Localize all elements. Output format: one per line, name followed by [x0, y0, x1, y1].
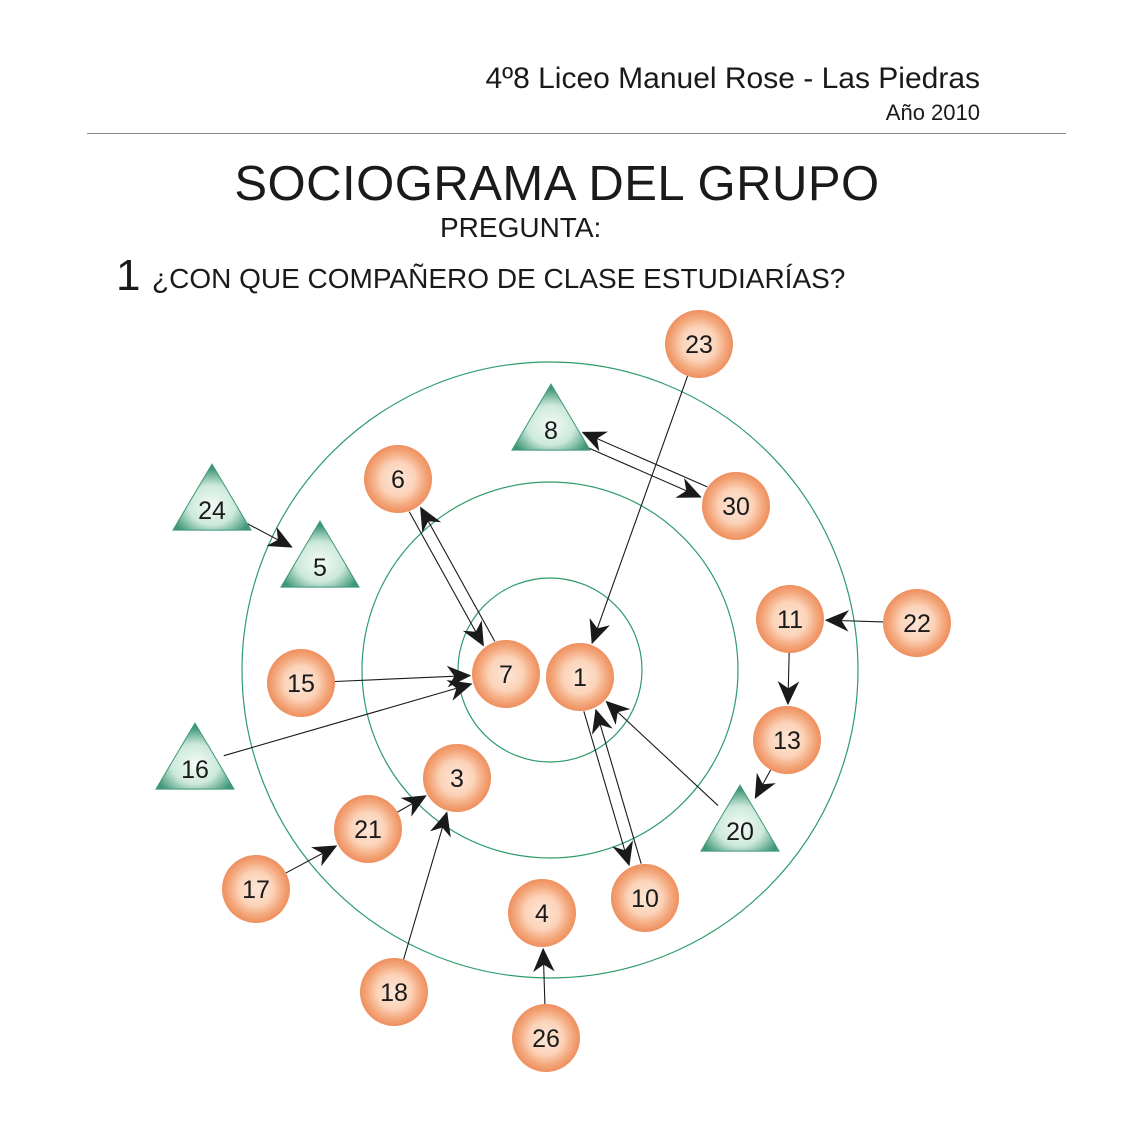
circle-node-shape — [883, 589, 951, 657]
question-heading: PREGUNTA: — [440, 212, 602, 243]
student-node-7: 7 — [472, 640, 540, 708]
circle-node-shape — [546, 643, 614, 711]
circle-node-shape — [611, 864, 679, 932]
node-label: 26 — [532, 1025, 560, 1053]
question-number: 1 — [116, 251, 141, 300]
student-node-11: 11 — [756, 585, 824, 653]
node-label: 8 — [544, 417, 558, 445]
school-header: 4º8 Liceo Manuel Rose - Las Piedras — [485, 62, 980, 95]
middle-ring — [361, 481, 739, 859]
arrow-30-to-8 — [581, 431, 708, 488]
node-label: 10 — [631, 885, 659, 913]
arrow-16-to-7 — [223, 679, 473, 757]
circle-node-shape — [508, 879, 576, 947]
student-node-30: 30 — [702, 472, 770, 540]
arrow-7-to-6 — [420, 506, 496, 642]
node-label: 23 — [685, 331, 713, 359]
student-node-3: 3 — [423, 744, 491, 812]
node-label: 21 — [354, 816, 382, 844]
node-label: 16 — [181, 756, 209, 784]
arrow-11-to-13 — [777, 652, 800, 706]
student-node-4: 4 — [508, 879, 576, 947]
node-label: 30 — [722, 493, 750, 521]
student-node-1: 1 — [546, 643, 614, 711]
triangle-node-shape — [172, 463, 252, 531]
circle-node-shape — [222, 855, 290, 923]
node-label: 15 — [287, 670, 315, 698]
student-node-5: 5 — [280, 520, 360, 588]
node-label: 20 — [726, 818, 754, 846]
student-node-17: 17 — [222, 855, 290, 923]
node-label: 17 — [242, 876, 270, 904]
student-node-6: 6 — [364, 445, 432, 513]
circle-node-shape — [702, 472, 770, 540]
arrow-22-to-11 — [824, 610, 884, 632]
student-node-24: 24 — [172, 463, 252, 531]
student-node-13: 13 — [753, 706, 821, 774]
circle-node-shape — [753, 706, 821, 774]
circle-node-shape — [472, 640, 540, 708]
arrow-17-to-21 — [285, 845, 338, 874]
student-node-22: 22 — [883, 589, 951, 657]
arrow-13-to-20 — [754, 769, 776, 799]
circle-node-shape — [423, 744, 491, 812]
header-divider — [87, 133, 1066, 134]
arrow-10-to-1 — [591, 708, 642, 864]
arrow-23-to-1 — [589, 375, 689, 645]
arrow-6-to-7 — [408, 511, 484, 647]
arrow-26-to-4 — [533, 947, 555, 1005]
student-node-8: 8 — [511, 383, 591, 451]
triangle-node-shape — [155, 722, 235, 790]
node-label: 5 — [313, 554, 327, 582]
node-label: 24 — [198, 497, 226, 525]
node-label: 1 — [573, 664, 587, 692]
arrow-18-to-3 — [403, 811, 451, 960]
student-node-26: 26 — [512, 1004, 580, 1072]
node-label: 22 — [903, 610, 931, 638]
arrow-8-to-30 — [575, 442, 702, 498]
student-node-21: 21 — [334, 795, 402, 863]
outer-ring — [241, 361, 859, 979]
arrow-20-to-1 — [605, 700, 719, 806]
node-label: 11 — [777, 606, 803, 634]
node-label: 6 — [391, 466, 405, 494]
choice-arrows — [223, 375, 884, 1005]
student-node-23: 23 — [665, 310, 733, 378]
node-label: 7 — [499, 661, 513, 689]
arrow-1-to-10 — [583, 711, 634, 867]
triangle-node-shape — [280, 520, 360, 588]
arrow-21-to-3 — [397, 795, 427, 817]
student-node-16: 16 — [155, 722, 235, 790]
circle-node-shape — [267, 649, 335, 717]
student-node-10: 10 — [611, 864, 679, 932]
circle-node-shape — [334, 795, 402, 863]
circle-node-shape — [360, 958, 428, 1026]
question-text: ¿CON QUE COMPAÑERO DE CLASE ESTUDIARÍAS? — [152, 263, 846, 294]
arrow-15-to-7 — [334, 665, 472, 688]
circle-node-shape — [512, 1004, 580, 1072]
student-node-15: 15 — [267, 649, 335, 717]
circle-node-shape — [756, 585, 824, 653]
node-label: 4 — [535, 900, 549, 928]
student-node-18: 18 — [360, 958, 428, 1026]
student-node-20: 20 — [700, 784, 780, 852]
page-title: SOCIOGRAMA DEL GRUPO — [234, 157, 880, 211]
year-label: Año 2010 — [885, 100, 980, 125]
node-label: 13 — [773, 727, 801, 755]
triangle-node-shape — [700, 784, 780, 852]
node-label: 18 — [380, 979, 408, 1007]
circle-node-shape — [665, 310, 733, 378]
circle-node-shape — [364, 445, 432, 513]
triangle-node-shape — [511, 383, 591, 451]
node-label: 3 — [450, 765, 464, 793]
